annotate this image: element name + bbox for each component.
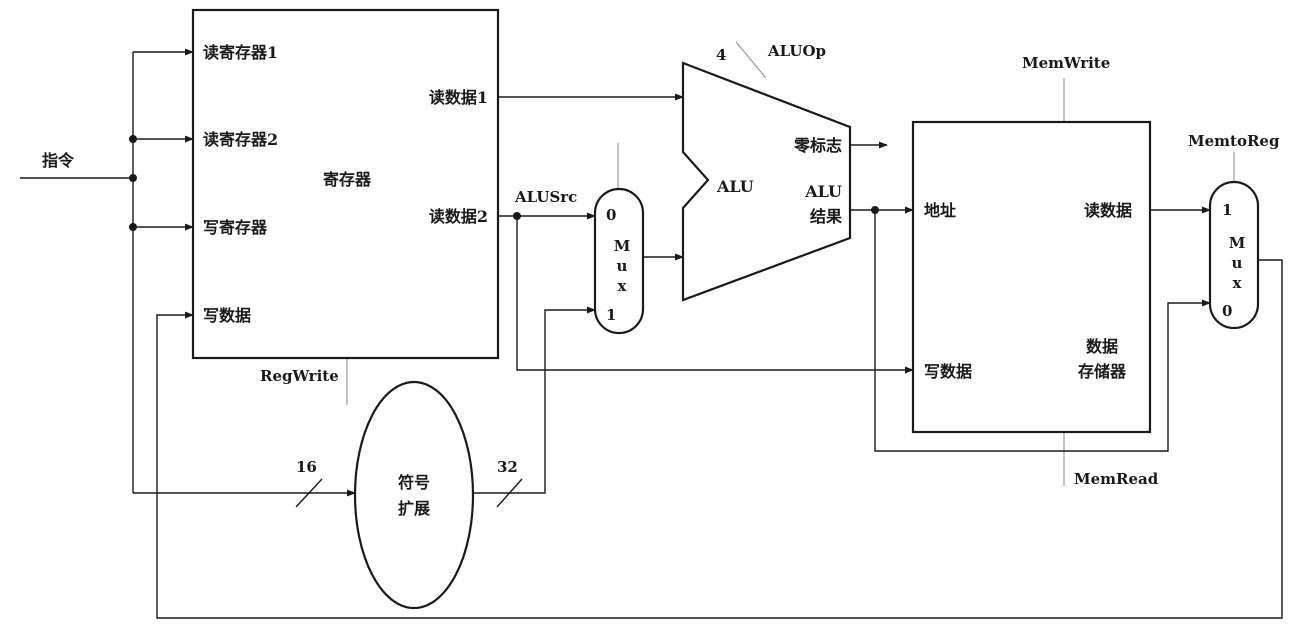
mem-mux-letter-x: x <box>1233 274 1243 292</box>
mem-mux-letter-m: M <box>1229 234 1246 252</box>
junction-dot <box>129 174 137 182</box>
writeback-wire <box>156 259 1283 619</box>
zero-flag-label: 零标志 <box>793 136 842 155</box>
memread-label: MemRead <box>1074 470 1159 488</box>
alu-source-mux <box>593 187 645 335</box>
data-memory-block <box>911 120 1152 434</box>
regwrite-label: RegWrite <box>260 367 339 385</box>
alu-result-label-line1: ALU <box>804 182 842 201</box>
read-data1-label: 读数据1 <box>429 88 488 107</box>
alusrc-label: ALUSrc <box>514 188 577 206</box>
register-file-block <box>191 8 500 360</box>
aluop-label: ALUOp <box>767 42 826 60</box>
data-memory-title-line2: 存储器 <box>1078 362 1127 381</box>
alu-result-label-line2: 结果 <box>809 207 842 226</box>
junction-dot <box>129 223 137 231</box>
alu-block <box>681 61 852 302</box>
sign-extend-output-wire <box>472 306 596 494</box>
alu-mux-input0-label: 0 <box>606 206 616 224</box>
alu-label: ALU <box>716 177 754 196</box>
write-data-label: 写数据 <box>203 306 251 325</box>
memory-write-data-wire <box>516 216 914 374</box>
bus-width-32-tick <box>496 478 523 508</box>
memtoreg-mux <box>1208 180 1260 330</box>
memtoreg-label: MemtoReg <box>1188 132 1280 150</box>
mem-mux-letter-u: u <box>1232 254 1243 272</box>
mem-mux-input1-label: 1 <box>1222 201 1232 219</box>
alu-mux-letter-x: x <box>618 277 628 295</box>
alu-mux-letter-m: M <box>614 237 631 255</box>
register-file-title: 寄存器 <box>323 170 372 189</box>
data-memory-title-line1: 数据 <box>1086 337 1118 356</box>
read-data2-label: 读数据2 <box>429 207 488 226</box>
memory-address-label: 地址 <box>924 201 956 220</box>
memwrite-label: MemWrite <box>1022 54 1110 72</box>
bus-width-16-label: 16 <box>296 458 317 476</box>
junction-dot <box>871 206 879 214</box>
aluop-control-line <box>735 41 767 79</box>
junction-dot <box>513 212 521 220</box>
instruction-label: 指令 <box>42 151 75 170</box>
memory-write-data-label: 写数据 <box>924 362 972 381</box>
aluop-width-label: 4 <box>716 46 726 64</box>
mem-mux-input0-label: 0 <box>1222 302 1232 320</box>
alu-mux-letter-u: u <box>617 257 628 275</box>
bus-width-16-tick <box>295 478 323 508</box>
write-register-label: 写寄存器 <box>203 218 268 237</box>
alu-mux-input1-label: 1 <box>606 306 616 324</box>
read-register2-label: 读寄存器2 <box>203 130 278 149</box>
read-register1-label: 读寄存器1 <box>203 43 278 62</box>
bus-width-32-label: 32 <box>497 458 518 476</box>
sign-extend-label-line1: 符号 <box>398 473 430 492</box>
memory-read-data-label: 读数据 <box>1084 201 1132 220</box>
sign-extend-label-line2: 扩展 <box>398 499 431 518</box>
junction-dot <box>129 135 137 143</box>
sign-extend-block <box>353 380 475 610</box>
alu-result-bypass-wire <box>874 210 1211 452</box>
